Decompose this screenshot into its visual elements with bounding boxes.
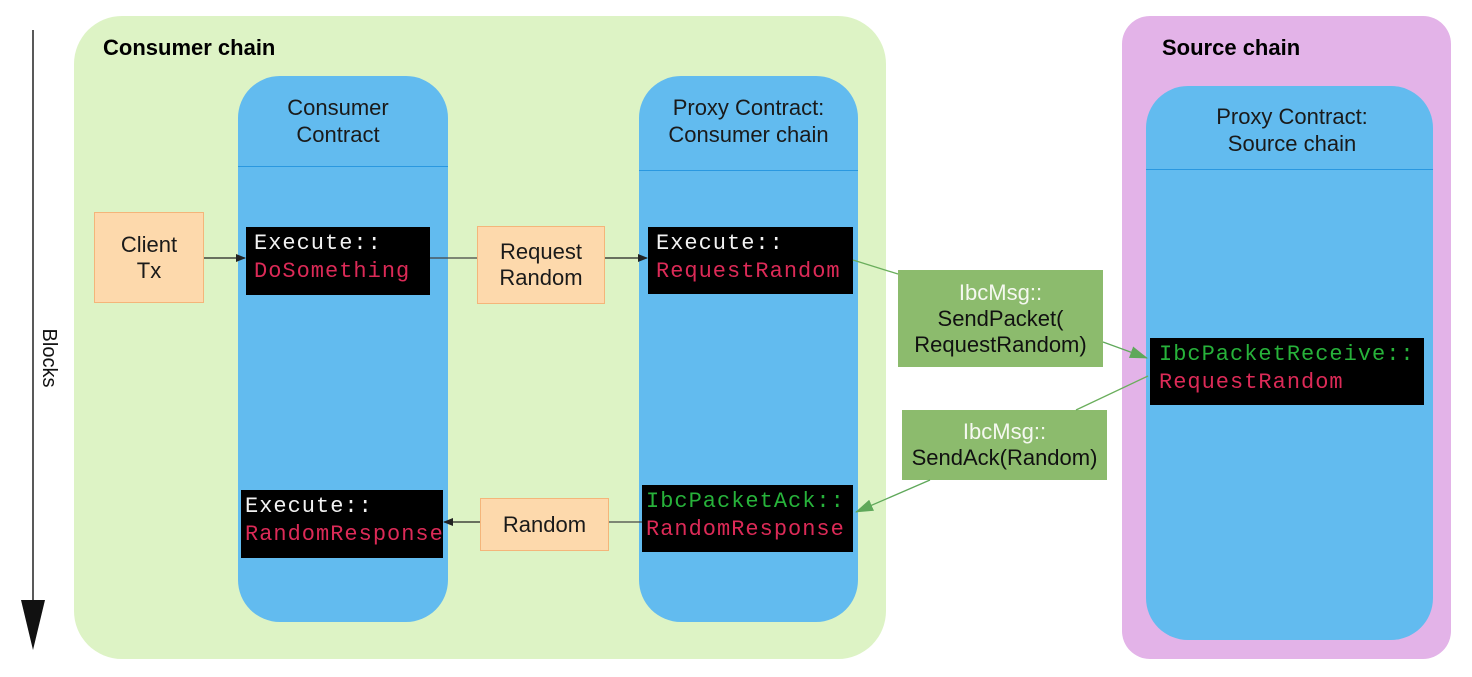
- ibc-packet-receive-prefix: IbcPacketReceive::: [1159, 342, 1415, 367]
- request-random-line2: Random: [499, 265, 583, 290]
- proxy-contract-source-title-line1: Proxy Contract:: [1216, 104, 1368, 129]
- proxy-contract-source-title: Proxy Contract: Source chain: [1146, 103, 1438, 157]
- line-proxy-to-send-packet: [852, 259, 899, 275]
- send-packet-line2: SendPacket(: [937, 305, 1064, 331]
- ibc-packet-ack-name: RandomResponse: [646, 517, 845, 542]
- ibc-packet-receive: IbcPacketReceive:: RequestRandom: [1150, 338, 1424, 405]
- ibc-packet-ack-prefix: IbcPacketAck::: [646, 489, 845, 514]
- execute-request-random-prefix: Execute::: [656, 231, 784, 256]
- send-ack-line2: SendAck(Random): [911, 445, 1098, 470]
- client-tx-message: Client Tx: [94, 212, 204, 303]
- client-tx-line1: Client: [120, 231, 178, 257]
- random-message: Random: [480, 498, 609, 551]
- consumer-contract-title-line1: Consumer: [287, 95, 389, 120]
- execute-do-something-prefix: Execute::: [254, 231, 382, 256]
- consumer-contract-divider: [238, 166, 448, 167]
- arrow-send-packet-to-receive: [1102, 341, 1148, 359]
- proxy-contract-consumer-title: Proxy Contract: Consumer chain: [639, 94, 858, 148]
- proxy-contract-source-divider: [1146, 169, 1433, 170]
- execute-random-response-prefix: Execute::: [245, 494, 373, 519]
- send-ack-line1: IbcMsg::: [962, 419, 1047, 444]
- execute-do-something: Execute:: DoSomething: [246, 227, 430, 295]
- send-packet-line3: RequestRandom): [914, 331, 1087, 357]
- consumer-contract-title-line2: Contract: [296, 122, 380, 147]
- proxy-contract-source-title-line2: Source chain: [1227, 131, 1357, 156]
- client-tx-line2: Tx: [136, 257, 162, 283]
- send-packet-message: IbcMsg:: SendPacket( RequestRandom): [898, 270, 1103, 367]
- request-random-line1: Request: [500, 239, 582, 264]
- proxy-contract-consumer-title-line1: Proxy Contract:: [672, 95, 825, 120]
- arrow-send-ack-to-packet-ack: [855, 479, 931, 513]
- execute-do-something-name: DoSomething: [254, 259, 411, 284]
- execute-random-response: Execute:: RandomResponse: [241, 490, 443, 558]
- execute-random-response-name: RandomResponse: [245, 522, 444, 547]
- line-receive-to-send-ack: [1075, 375, 1149, 411]
- proxy-contract-consumer-title-line2: Consumer chain: [668, 122, 829, 147]
- ibc-packet-ack: IbcPacketAck:: RandomResponse: [642, 485, 853, 552]
- execute-request-random-name: RequestRandom: [656, 259, 841, 284]
- request-random-message: Request Random: [477, 226, 605, 304]
- random-message-label: Random: [502, 511, 587, 537]
- consumer-chain-title: Consumer chain: [103, 35, 276, 60]
- ibc-packet-receive-name: RequestRandom: [1159, 370, 1344, 395]
- send-ack-message: IbcMsg:: SendAck(Random): [902, 410, 1107, 480]
- source-chain-title: Source chain: [1162, 35, 1301, 60]
- proxy-contract-consumer-divider: [639, 170, 858, 171]
- consumer-contract-title: Consumer Contract: [238, 94, 438, 148]
- send-packet-line1: IbcMsg::: [958, 279, 1043, 305]
- timeline-arrowhead-icon: [21, 600, 45, 650]
- execute-request-random: Execute:: RequestRandom: [648, 227, 853, 294]
